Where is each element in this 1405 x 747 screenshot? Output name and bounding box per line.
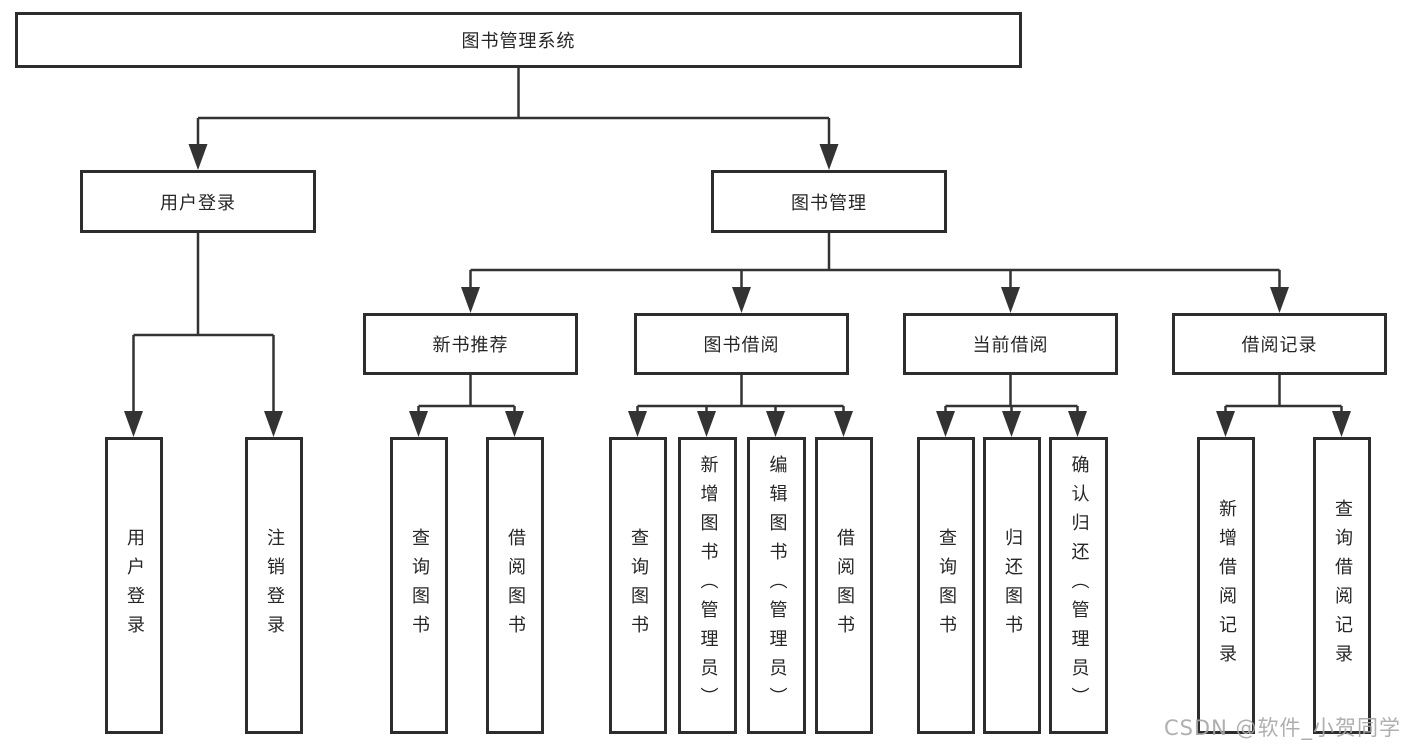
node-label: 归还图书: [1002, 527, 1023, 644]
node-label: 图书借阅: [703, 335, 780, 356]
node-label: 借阅图书: [834, 527, 855, 644]
node-label: 图书管理系统: [461, 31, 576, 52]
node-label: 确认归还（管理员）: [1068, 455, 1090, 716]
leaf-query-borrow-record: 查询借阅记录: [1313, 437, 1371, 734]
node-label: 借阅图书: [505, 527, 526, 644]
leaf-user-login: 用户登录: [105, 437, 163, 734]
node-label: 用户登录: [160, 192, 236, 214]
leaf-confirm-return-admin: 确认归还（管理员）: [1049, 437, 1108, 734]
leaf-query-books-current: 查询图书: [917, 437, 975, 734]
node-user-login: 用户登录: [80, 170, 316, 233]
leaf-borrow-books-recommend: 借阅图书: [486, 437, 544, 734]
node-library-management-system: 图书管理系统: [15, 12, 1022, 68]
node-label: 当前借阅: [972, 335, 1049, 356]
leaf-logout: 注销登录: [245, 437, 303, 734]
node-label: 新增图书（管理员）: [697, 455, 719, 716]
node-label: 查询图书: [936, 527, 957, 644]
node-book-management: 图书管理: [711, 170, 947, 233]
node-current-borrowing: 当前借阅: [903, 313, 1118, 375]
node-label: 用户登录: [124, 527, 145, 644]
node-label: 查询借阅记录: [1332, 498, 1353, 673]
leaf-add-borrow-record: 新增借阅记录: [1197, 437, 1255, 734]
node-new-book-recommendation: 新书推荐: [363, 313, 578, 375]
leaf-add-books-admin: 新增图书（管理员）: [678, 437, 737, 734]
leaf-borrow-books-borrowing: 借阅图书: [815, 437, 873, 734]
leaf-query-books-recommend: 查询图书: [390, 437, 448, 734]
node-label: 注销登录: [264, 527, 285, 644]
node-book-borrowing: 图书借阅: [634, 313, 849, 375]
node-borrowing-records: 借阅记录: [1172, 313, 1387, 375]
node-label: 新增借阅记录: [1216, 498, 1237, 673]
csdn-watermark: CSDN @软件_小贺同学: [1163, 716, 1401, 740]
leaf-edit-books-admin: 编辑图书（管理员）: [747, 437, 806, 734]
node-label: 编辑图书（管理员）: [766, 455, 788, 716]
node-label: 借阅记录: [1241, 335, 1318, 356]
leaf-query-books-borrowing: 查询图书: [609, 437, 667, 734]
node-label: 新书推荐: [432, 335, 509, 356]
node-label: 查询图书: [409, 527, 430, 644]
node-label: 查询图书: [628, 527, 649, 644]
node-label: 图书管理: [791, 192, 867, 214]
leaf-return-books: 归还图书: [983, 437, 1041, 734]
